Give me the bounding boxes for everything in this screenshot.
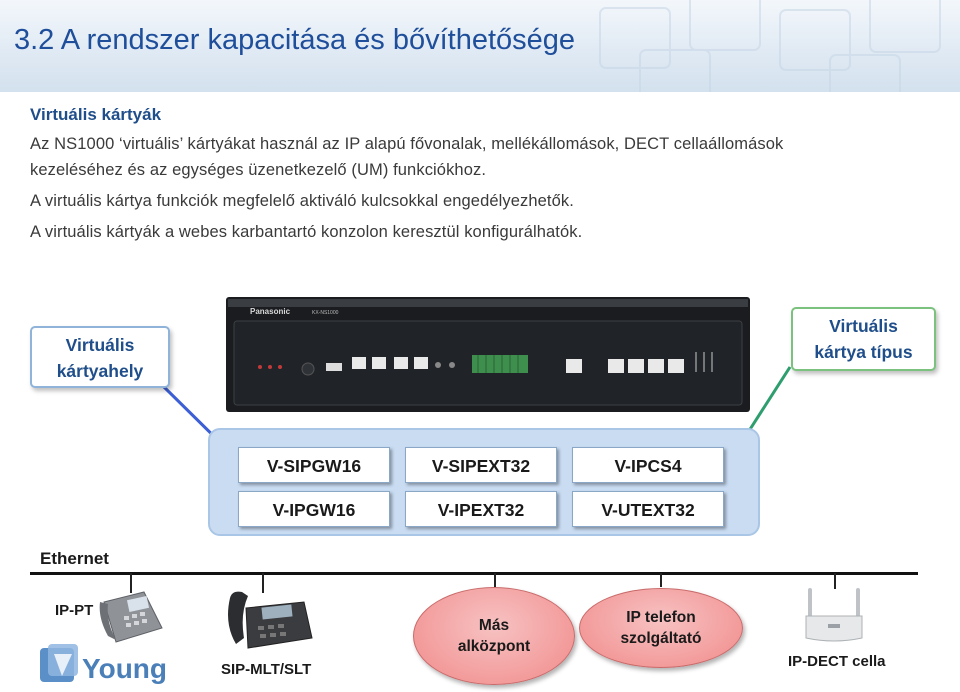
drop-line-other-site: [494, 573, 496, 587]
ip-pt-label: IP-PT: [55, 602, 93, 619]
ip-dect-label: IP-DECT cella: [788, 653, 886, 670]
card-v-utext32: V-UTEXT32: [572, 491, 724, 527]
card-v-ipgw16: V-IPGW16: [238, 491, 390, 527]
ip-provider-ellipse: IP telefon szolgáltató: [579, 588, 743, 668]
drop-line-provider: [660, 573, 662, 587]
device-brand: Panasonic: [250, 307, 291, 316]
dect-base-station-icon: [802, 586, 866, 646]
virtual-card-type-line-2: kártya típus: [793, 339, 934, 365]
ethernet-bus: [30, 572, 918, 575]
ip-provider-line-1: IP telefon: [580, 607, 742, 628]
sip-mlt-label: SIP-MLT/SLT: [221, 661, 311, 678]
ip-phone-icon: [98, 588, 166, 646]
logo-text: Young: [82, 653, 167, 684]
card-v-ipext32: V-IPEXT32: [405, 491, 557, 527]
card-v-sipext32: V-SIPEXT32: [405, 447, 557, 483]
sip-phone-icon: [218, 588, 314, 654]
virtual-slot-line-2: kártyahely: [32, 358, 168, 384]
pbx-device-image: Panasonic KX-NS1000: [226, 297, 750, 412]
card-v-ipcs4: V-IPCS4: [572, 447, 724, 483]
other-pbx-line-1: Más: [414, 615, 574, 636]
device-model: KX-NS1000: [312, 310, 339, 316]
ip-provider-line-2: szolgáltató: [580, 628, 742, 649]
virtual-slot-callout: Virtuális kártyahely: [30, 326, 170, 388]
card-v-sipgw16: V-SIPGW16: [238, 447, 390, 483]
other-pbx-line-2: alközpont: [414, 636, 574, 657]
other-pbx-ellipse: Más alközpont: [413, 587, 575, 685]
virtual-card-type-line-1: Virtuális: [793, 313, 934, 339]
virtual-slot-line-1: Virtuális: [32, 332, 168, 358]
virtual-card-type-callout: Virtuális kártya típus: [791, 307, 936, 371]
company-logo: Young: [38, 640, 168, 688]
ethernet-label: Ethernet: [40, 549, 109, 569]
